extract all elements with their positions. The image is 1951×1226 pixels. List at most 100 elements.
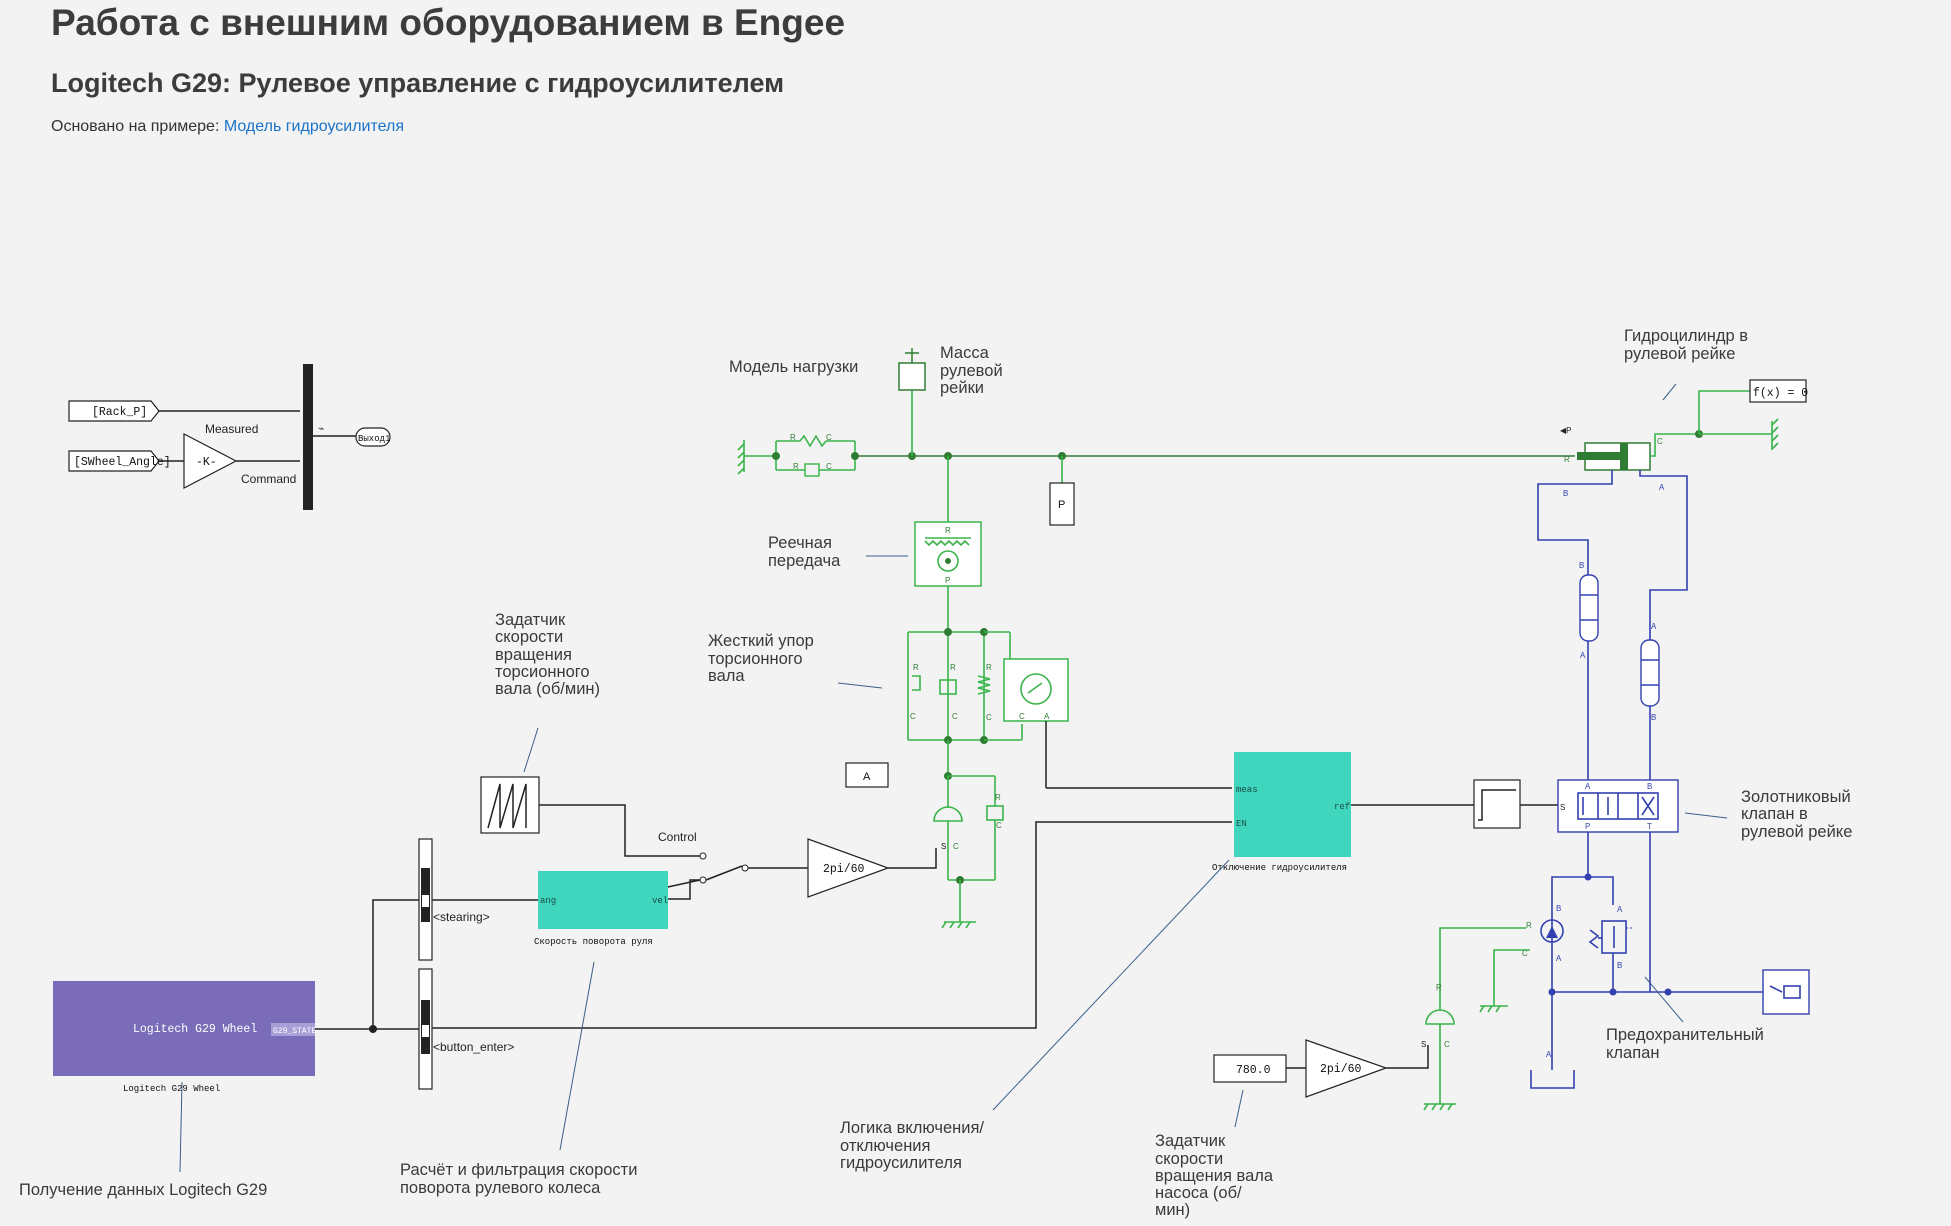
hose-b-block[interactable]: B A xyxy=(1579,561,1599,660)
goto-swheel-angle-block[interactable]: [SWheel_Angle] xyxy=(68,450,171,472)
mech-ground-right-icon xyxy=(1771,418,1779,450)
mech-wire xyxy=(1493,949,1530,1000)
port-r-label: R xyxy=(790,433,796,442)
annotation-speed-calc: Расчёт и фильтрация скорости поворота ру… xyxy=(400,1161,642,1197)
pump-gain-block[interactable]: 2pi/60 xyxy=(1305,1039,1388,1098)
leader-line xyxy=(523,727,539,773)
page-subtitle: Logitech G29: Рулевое управление с гидро… xyxy=(51,68,785,98)
pump-mech-ground-icon xyxy=(1479,1000,1508,1013)
disable-port-meas-label: meas xyxy=(1236,785,1258,795)
example-model-link[interactable]: Модель гидроусилителя xyxy=(223,118,404,135)
speed-source-torsion[interactable]: S C R C xyxy=(933,775,1004,929)
steering-bus-wire xyxy=(372,899,419,1029)
annotation-torsion-speed-setter: Задатчик скорости вращения торсионного в… xyxy=(495,611,600,698)
fluid-properties-block[interactable] xyxy=(1762,969,1810,1015)
control-wire xyxy=(539,804,700,857)
disable-assist-subsystem[interactable]: meas EN ref xyxy=(1234,752,1351,857)
torsion-stop-assembly[interactable]: R C R C R C C A xyxy=(907,628,1069,744)
pump-speed-source[interactable]: R S C xyxy=(1421,983,1456,1111)
output-port-block[interactable]: Выход1 xyxy=(355,427,391,447)
steering-signal-label: <stearing> xyxy=(433,910,490,924)
rack-mass-block[interactable] xyxy=(898,348,926,456)
svg-text:P: P xyxy=(945,576,950,585)
pump-const-block[interactable]: 780.0 xyxy=(1213,1054,1287,1083)
manual-switch-block[interactable] xyxy=(699,852,749,884)
gain-k-block[interactable]: -K- xyxy=(183,433,238,489)
speed-calc-subsystem[interactable]: ang vel xyxy=(538,871,668,929)
annotation-rack-mass: Масса рулевой рейки xyxy=(940,344,1007,397)
gain-2pi-60-block[interactable]: 2pi/60 xyxy=(807,838,890,898)
svg-text:B: B xyxy=(1647,782,1652,791)
disable-port-ref-label: ref xyxy=(1334,802,1350,812)
annotation-relief-valve: Предохранительный клапан xyxy=(1606,1026,1768,1062)
annotation-pump-speed-setter: Задатчик скорости вращения вала насоса (… xyxy=(1155,1132,1278,1219)
mech-wire xyxy=(1698,390,1750,434)
annotation-rack-gear: Реечная передача xyxy=(768,534,841,570)
sensor-p-label: P xyxy=(1058,499,1065,511)
goto-rack-p-label: [Rack_P] xyxy=(92,406,147,419)
saturation-block[interactable] xyxy=(1473,779,1521,829)
svg-text:B: B xyxy=(1556,904,1561,913)
hose-a-block[interactable]: A B xyxy=(1640,622,1660,722)
svg-text:S: S xyxy=(941,842,946,851)
pump-block[interactable]: R B A C xyxy=(1522,904,1564,963)
based-on-line: Основано на примере: Модель гидроусилите… xyxy=(51,118,404,136)
svg-text:A: A xyxy=(1585,782,1591,791)
svg-text:C: C xyxy=(996,821,1002,830)
svg-text:C: C xyxy=(986,713,992,722)
svg-text:A: A xyxy=(1556,954,1562,963)
pressure-sensor-block[interactable]: P xyxy=(1049,456,1075,526)
button-enter-signal-label: <button_enter> xyxy=(433,1040,514,1054)
svg-text:R: R xyxy=(1564,455,1570,464)
sawtooth-generator-block[interactable] xyxy=(480,776,540,834)
tank-block[interactable]: A xyxy=(1530,1050,1575,1089)
speed-port-in-label: ang xyxy=(540,896,556,906)
pump-speed-wire xyxy=(1386,1045,1429,1069)
svg-text:A: A xyxy=(1651,622,1657,631)
leader-line xyxy=(837,682,883,689)
relief-valve-block[interactable]: A B xyxy=(1588,905,1632,970)
load-spring-damper-block[interactable]: R C R C xyxy=(772,433,859,477)
svg-text:C: C xyxy=(952,712,958,721)
svg-text:A: A xyxy=(1580,651,1586,660)
svg-text:P: P xyxy=(1585,822,1590,831)
bus-selector-button[interactable]: <button_enter> xyxy=(418,968,514,1090)
leader-line xyxy=(1684,812,1728,819)
annotation-enable-logic: Логика включения/ отключения гидроусилит… xyxy=(840,1119,989,1172)
leader-line xyxy=(1644,976,1684,1023)
svg-text:T: T xyxy=(1647,822,1652,831)
hydraulic-line xyxy=(1588,876,1614,905)
leader-line xyxy=(1234,1089,1244,1128)
g29-wheel-block[interactable]: Logitech G29 Wheel G29_STATE xyxy=(53,981,316,1076)
hydraulic-line xyxy=(1551,876,1588,992)
port-r-label: R xyxy=(793,462,799,471)
goto-rack-p-block[interactable]: [Rack_P] xyxy=(68,400,160,422)
gain-k-label: -K- xyxy=(196,456,217,469)
mux-bar[interactable] xyxy=(303,364,313,510)
mech-wire xyxy=(1439,927,1526,1000)
g29-port-label: G29_STATE xyxy=(273,1027,316,1036)
leader-line xyxy=(559,961,595,1151)
wireless-icon: ⌁ xyxy=(318,423,325,435)
hydraulic-cylinder-block[interactable]: R C ◀P xyxy=(1560,426,1663,471)
svg-text:R: R xyxy=(945,526,951,535)
junction xyxy=(1609,988,1617,996)
leader-line xyxy=(1662,383,1677,401)
annotation-spool-valve: Золотниковый клапан в рулевой рейке xyxy=(1741,788,1855,841)
sensor-a-block[interactable]: A xyxy=(845,762,889,788)
annotation-torsion-stop: Жесткий упор торсионного вала xyxy=(708,632,818,685)
based-on-prefix: Основано на примере: xyxy=(51,118,224,135)
mech-wire xyxy=(1650,433,1699,457)
fx-solver-block[interactable]: f(x) = 0 xyxy=(1749,379,1808,403)
speed-port-out-label: vel xyxy=(652,896,668,906)
svg-text:A: A xyxy=(1659,483,1665,492)
port-c-label: C xyxy=(826,433,832,442)
rack-pinion-block[interactable]: R P xyxy=(914,521,982,587)
spool-valve-block[interactable]: A B P T S xyxy=(1557,779,1679,833)
pump-const-label: 780.0 xyxy=(1236,1064,1271,1077)
speed-wire xyxy=(888,848,937,869)
svg-text:S: S xyxy=(1560,803,1565,812)
svg-text:R: R xyxy=(995,793,1001,802)
svg-text:R: R xyxy=(1526,921,1532,930)
